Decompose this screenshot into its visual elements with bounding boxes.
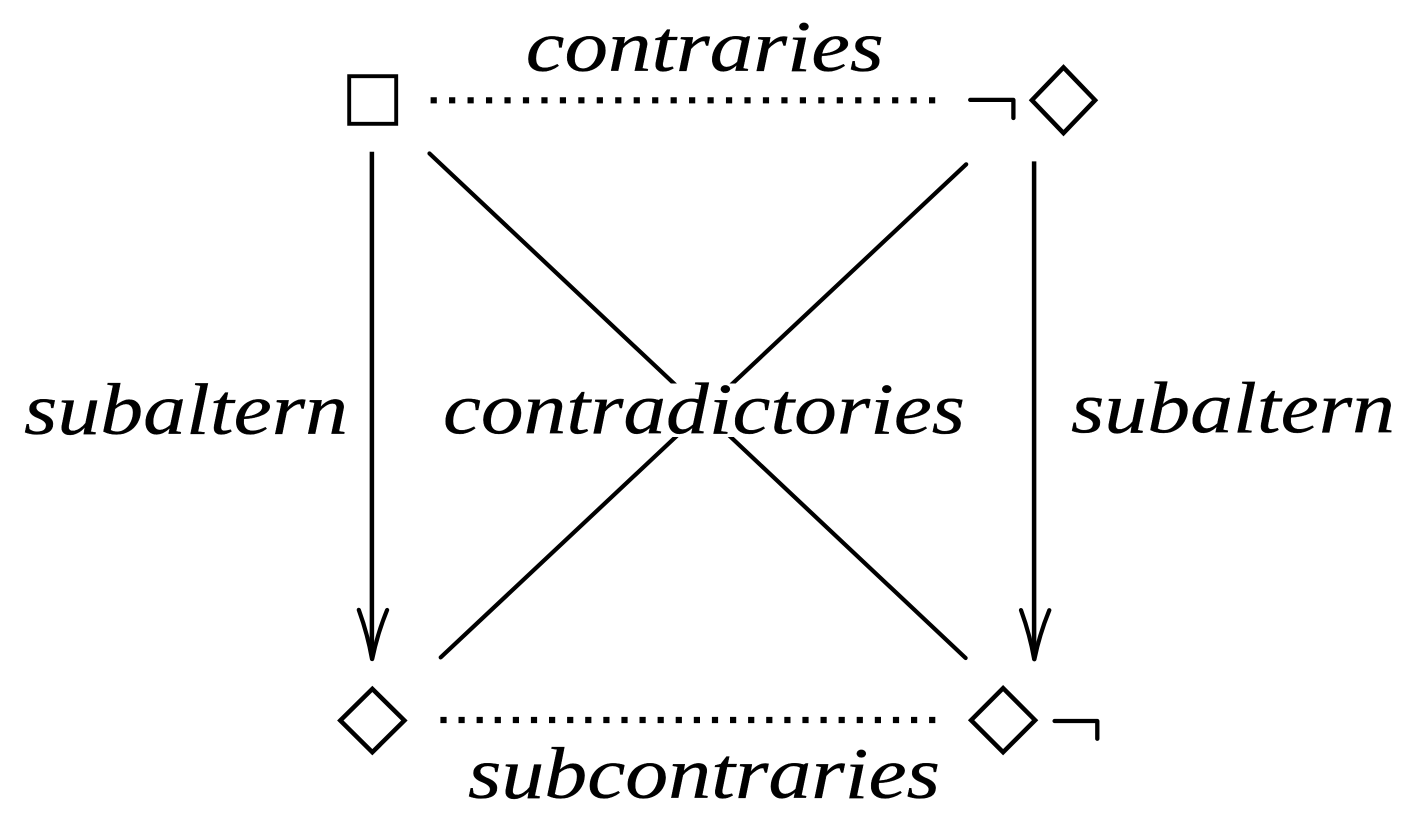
svg-text:subcontraries: subcontraries — [468, 733, 940, 814]
svg-text:subaltern: subaltern — [1071, 367, 1395, 448]
svg-text:contradictories: contradictories — [443, 369, 965, 450]
svg-text:contraries: contraries — [526, 6, 884, 87]
svg-text:subaltern: subaltern — [24, 369, 348, 450]
